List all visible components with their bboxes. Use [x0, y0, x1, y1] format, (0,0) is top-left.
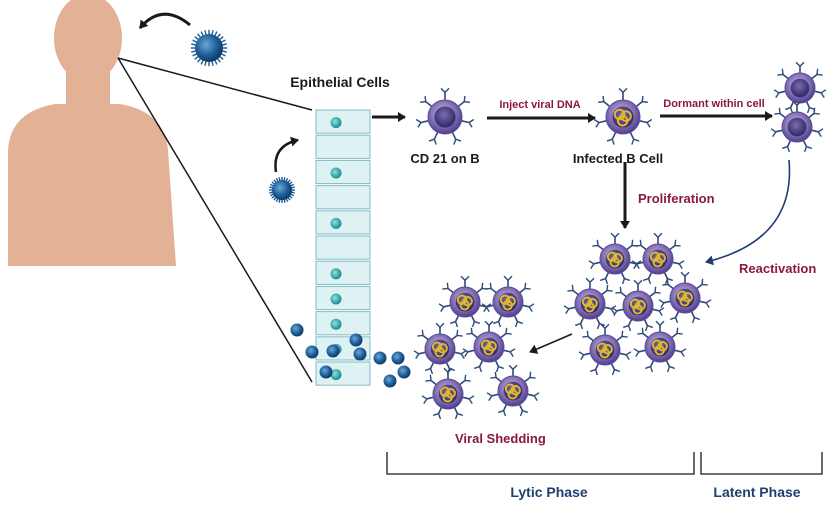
viral-dna-icon: [456, 294, 473, 311]
latent-phase-label: Latent Phase: [713, 484, 800, 500]
nucleus-icon: [330, 167, 342, 179]
infected-b-cell-icon: [633, 320, 687, 373]
infected-b-cell-icon: [631, 232, 685, 285]
zoom-line-bottom: [117, 57, 313, 383]
virion-icon: [353, 347, 367, 361]
nucleus-icon: [330, 117, 342, 129]
viral-dna-icon: [439, 386, 456, 403]
virion-icon: [290, 323, 304, 337]
b-cells: [413, 61, 827, 420]
epithelial-cell: [315, 210, 371, 235]
virion-icon: [319, 365, 333, 379]
virion-icon: [383, 374, 397, 388]
lytic-phase-bracket: [386, 452, 695, 475]
virion-icon: [305, 345, 319, 359]
arrow-to-lytic-cluster: [529, 333, 573, 354]
epithelial-cell: [315, 285, 371, 311]
viral-dna-icon: [651, 339, 668, 356]
virion-icon: [269, 177, 295, 203]
virion-icon: [373, 351, 387, 365]
virus-epithelium-arrow: [274, 136, 299, 173]
viral-dna-icon: [649, 251, 666, 268]
infected-b-cell-icon: [611, 279, 665, 332]
infected-b-cell-icon: [421, 367, 475, 420]
epithelial-cell-column: [315, 109, 371, 386]
viral-dna-icon: [480, 339, 497, 356]
virion-icon: [349, 333, 363, 347]
epithelial-cell: [315, 134, 371, 159]
viral-dna-icon: [676, 290, 693, 307]
nucleus-icon: [330, 318, 342, 330]
nucleus-icon: [330, 268, 342, 280]
viral-dna-icon: [629, 298, 646, 315]
infected-b-cell-icon: [413, 322, 467, 375]
virus-entry-arrow: [138, 12, 191, 29]
epithelial-cell: [315, 235, 371, 260]
viral-dna-icon: [596, 342, 613, 359]
b-cell-icon: [415, 87, 475, 145]
dormant-label: Dormant within cell: [663, 98, 764, 110]
epithelial-cell: [315, 311, 371, 336]
viral-dna-icon: [581, 296, 598, 313]
infected-b-cell-icon: [481, 275, 535, 328]
epithelial-cell: [315, 185, 371, 210]
virion-icon: [326, 344, 340, 358]
reactivation-label: Reactivation: [739, 261, 816, 276]
arrow-reactivation: [705, 159, 791, 266]
virion-icon: [190, 29, 228, 67]
cd21-label: CD 21 on B: [410, 151, 479, 166]
infected-b-cell-icon: [563, 277, 617, 330]
lytic-phase-label: Lytic Phase: [510, 484, 588, 500]
viral-dna-icon: [431, 341, 448, 358]
human-silhouette: [8, 0, 176, 266]
viral-dna-icon: [606, 251, 623, 268]
nucleus-icon: [330, 369, 342, 381]
viral-shedding-label: Viral Shedding: [455, 431, 546, 446]
infected-b-cell-icon: [658, 271, 712, 324]
infected-b-cell-icon: [462, 320, 516, 373]
viral-dna-icon: [504, 383, 521, 400]
infected-b-cell-icon: [438, 275, 492, 328]
epithelial-cells-label: Epithelial Cells: [290, 74, 390, 90]
virus-icon: [190, 29, 228, 67]
viral-dna-icon: [499, 294, 516, 311]
virion-icon: [397, 365, 411, 379]
viral-dna-icon: [613, 108, 632, 127]
infected-bcell-label: Infected B Cell: [573, 151, 663, 166]
infected-b-cell-icon: [588, 232, 642, 285]
latent-phase-bracket: [700, 452, 823, 475]
virus-icon: [269, 177, 295, 203]
released-virions: [290, 323, 411, 388]
epithelial-cell: [315, 159, 371, 185]
b-cell-icon: [773, 61, 827, 114]
infected-b-cell-icon: [578, 323, 632, 376]
zoom-line-top: [117, 57, 313, 111]
proliferation-label: Proliferation: [638, 191, 715, 206]
inject-dna-label: Inject viral DNA: [499, 99, 580, 111]
nucleus-icon: [330, 293, 342, 305]
b-cell-icon: [770, 100, 824, 153]
infected-b-cell-icon: [593, 87, 653, 145]
epithelial-cell: [315, 260, 371, 285]
epithelial-cell: [315, 109, 371, 134]
virion-icon: [391, 351, 405, 365]
nucleus-icon: [330, 217, 342, 229]
infected-b-cell-icon: [486, 364, 540, 417]
